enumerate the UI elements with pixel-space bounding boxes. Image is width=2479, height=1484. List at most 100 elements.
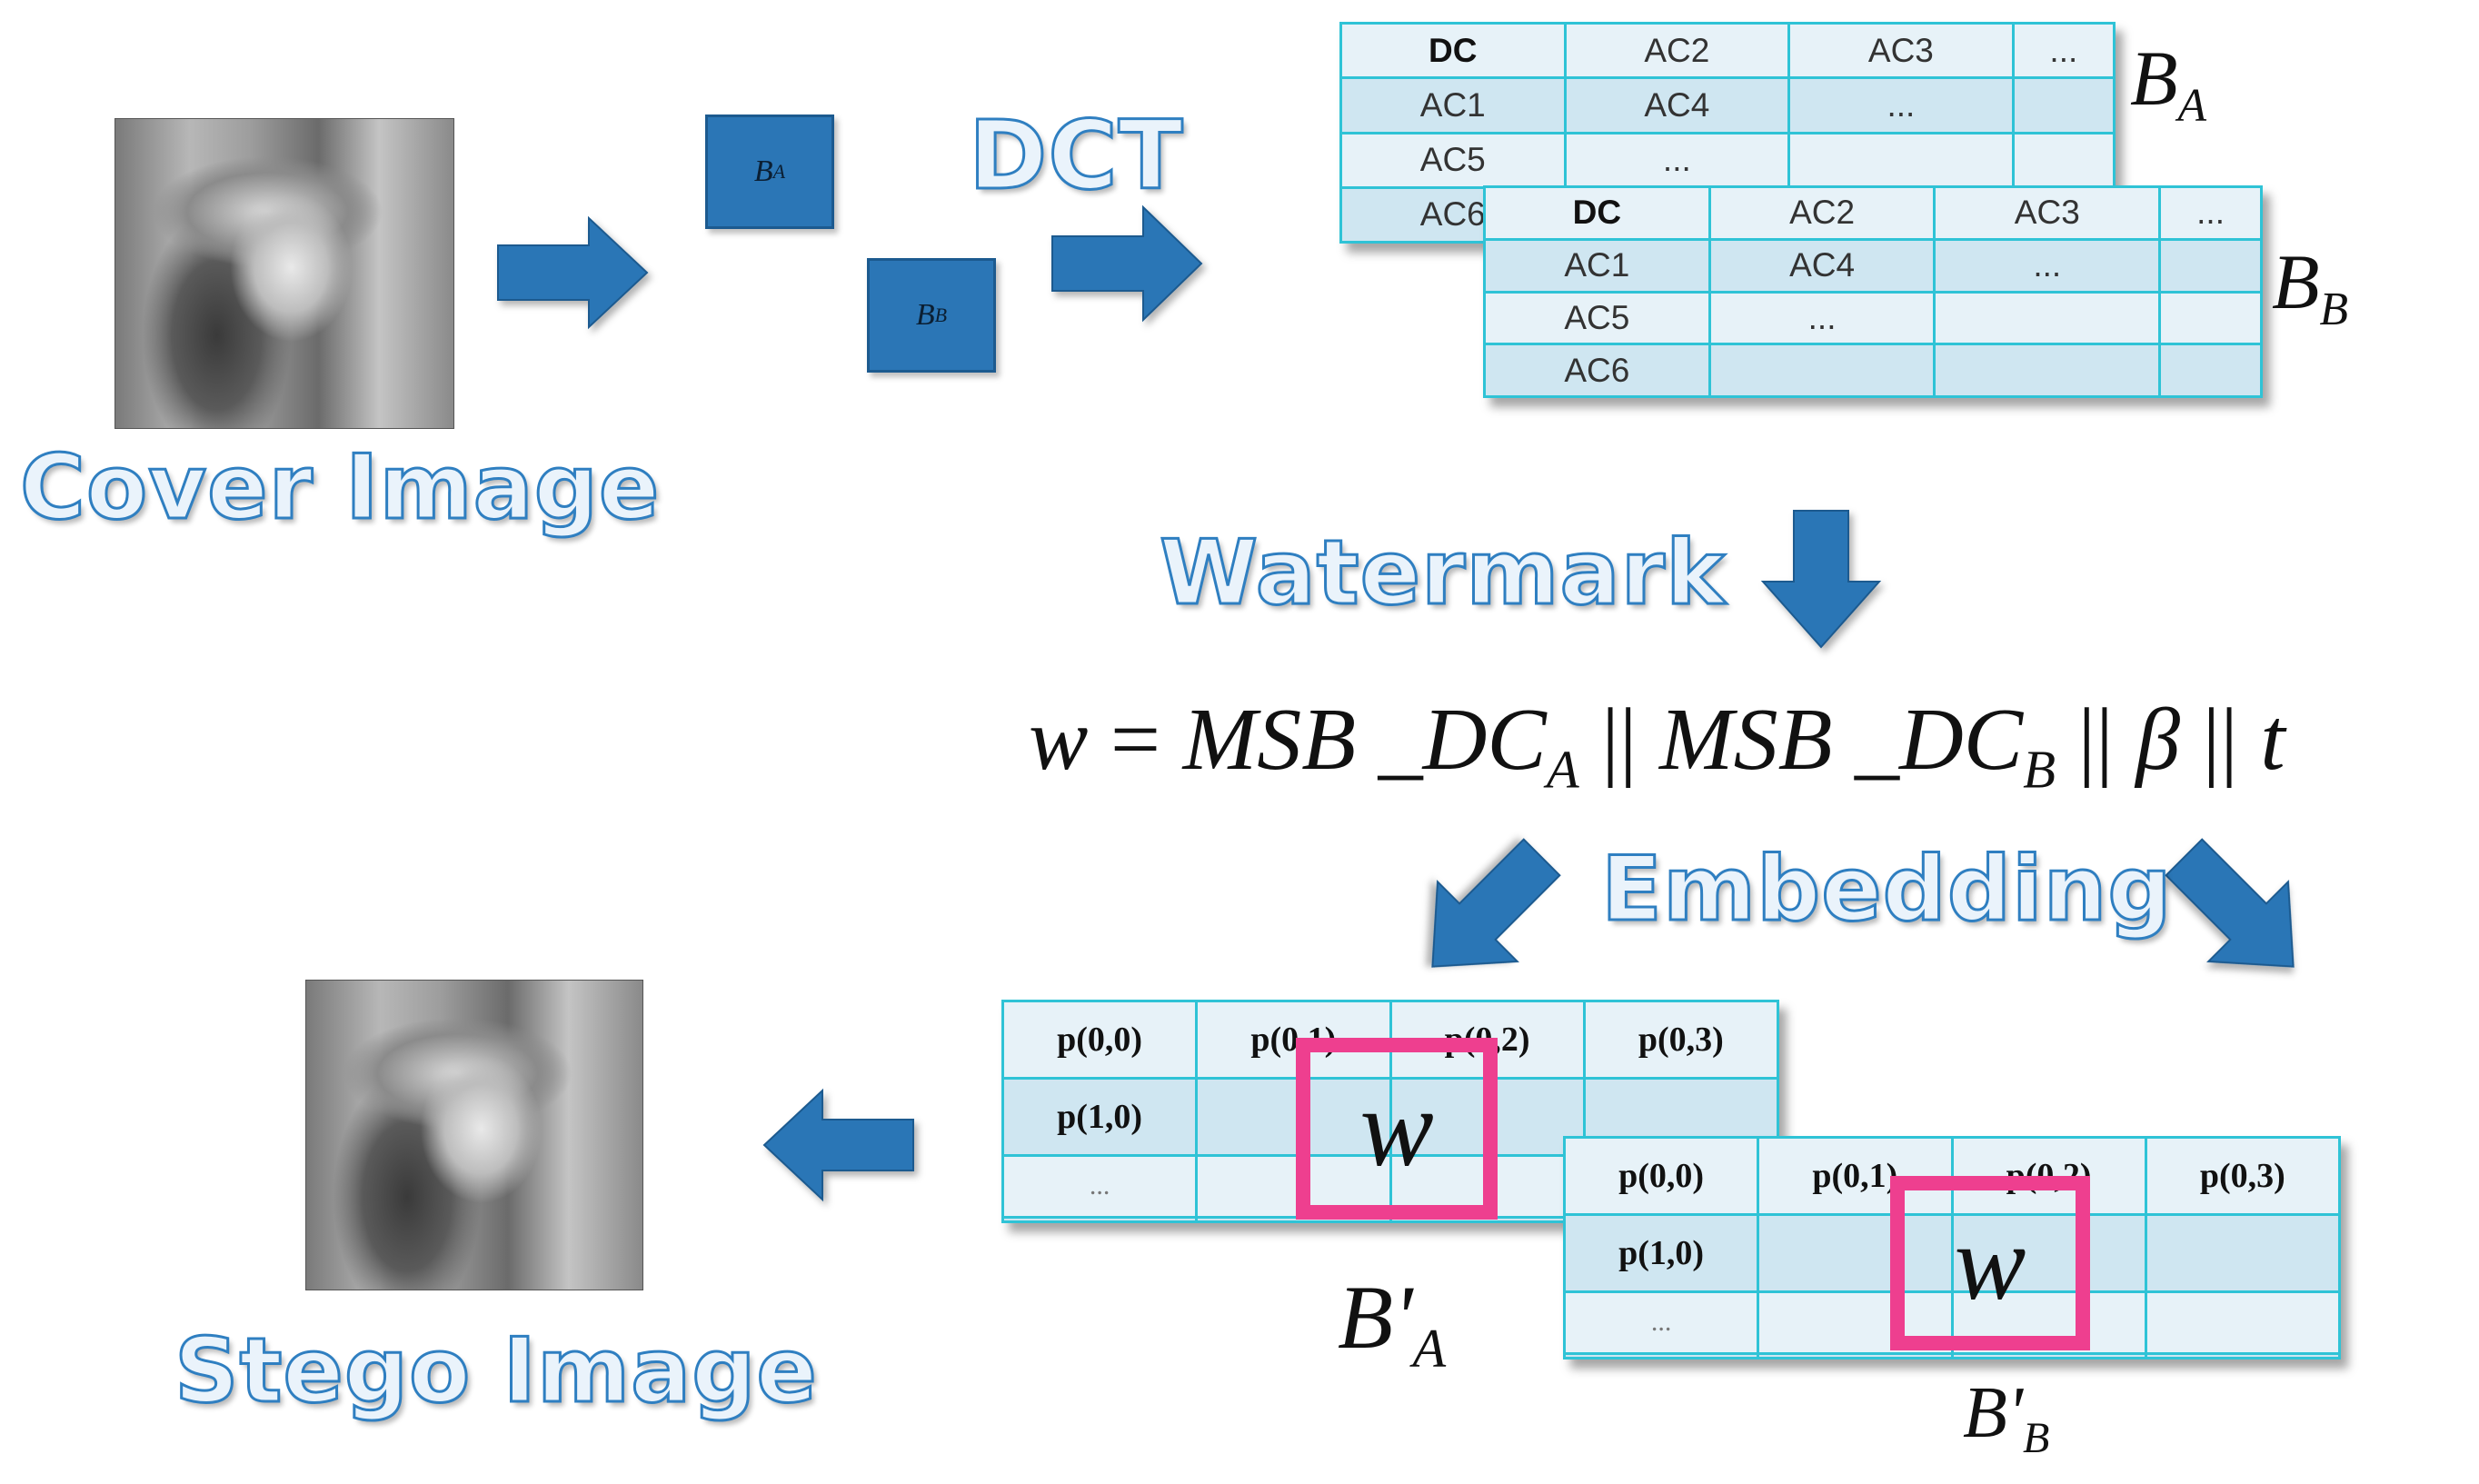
- embedding-label: Embedding: [1600, 837, 2173, 943]
- formula-sep3: ||: [2202, 691, 2238, 789]
- formula-sep2: ||: [2077, 691, 2114, 789]
- table-b-name: BB: [2272, 236, 2348, 336]
- table-cell: ...: [2011, 21, 2116, 80]
- table-cell: p(0,3): [1582, 999, 1780, 1081]
- formula-sub1: A: [1546, 740, 1579, 800]
- table-row: AC5...: [1483, 290, 2263, 346]
- table-cell: [1950, 1351, 2147, 1360]
- formula-sub2: B: [2023, 740, 2056, 800]
- table-a-name-main: B: [2130, 35, 2178, 122]
- embedded-table-b: p(0,0)p(0,1)p(0,2)p(0,3)p(1,0)...: [1562, 1135, 2342, 1360]
- table-row: AC5...: [1339, 131, 2116, 189]
- table-cell: p(1,0): [1562, 1213, 1760, 1294]
- embedded-table-b-name-main: B': [1963, 1373, 2023, 1453]
- watermark-box-a: w: [1296, 1038, 1498, 1220]
- table-cell: [2011, 131, 2116, 189]
- table-row: p(1,0): [1562, 1213, 2342, 1294]
- formula-beta: β: [2136, 691, 2181, 789]
- arrow-right-icon: [1051, 204, 1203, 323]
- table-row: [1562, 1351, 2342, 1360]
- block-b-sub: B: [934, 304, 948, 326]
- watermark-formula: w = MSB _DCA || MSB _DCB || β || t: [1029, 689, 2285, 801]
- table-cell: DC: [1339, 21, 1567, 80]
- dct-label: DCT: [968, 99, 1185, 213]
- table-cell: ...: [1707, 290, 1936, 346]
- embedded-table-b-name: B'B: [1963, 1372, 2049, 1463]
- table-cell: AC3: [1787, 21, 2015, 80]
- formula-lhs: w: [1029, 691, 1089, 789]
- table-cell: [2158, 237, 2263, 294]
- formula-t: t: [2260, 691, 2285, 789]
- watermark-label: Watermark: [1158, 521, 1727, 627]
- embedded-table-a-name: B'A: [1338, 1265, 1446, 1380]
- watermark-box-b-label: w: [1954, 1203, 2026, 1322]
- table-cell: [2158, 290, 2263, 346]
- table-cell: [1933, 343, 2162, 398]
- table-cell: p(0,3): [2144, 1135, 2342, 1217]
- table-cell: [2011, 76, 2116, 134]
- table-cell: AC3: [1933, 185, 2162, 241]
- table-cell: [1757, 1290, 1954, 1355]
- arrow-down-icon: [1760, 510, 1882, 649]
- table-b-name-sub: B: [2319, 284, 2349, 336]
- table-cell: AC1: [1483, 237, 1711, 294]
- block-a-label: B: [753, 154, 773, 188]
- table-cell: ...: [2158, 185, 2263, 241]
- table-cell: [2144, 1213, 2342, 1294]
- table-cell: [2144, 1290, 2342, 1355]
- table-cell: ...: [1933, 237, 2162, 294]
- arrow-diagonal-left-icon: [1431, 838, 1561, 968]
- table-cell: [2144, 1351, 2342, 1360]
- embedded-table-a-name-sub: A: [1412, 1319, 1447, 1379]
- block-a-sub: A: [772, 160, 786, 183]
- table-cell: AC2: [1707, 185, 1936, 241]
- stego-image-label: Stego Image: [174, 1319, 819, 1425]
- arrow-right-icon: [497, 215, 649, 330]
- table-cell: AC5: [1339, 131, 1567, 189]
- embedded-table-a-name-main: B': [1338, 1267, 1413, 1368]
- table-cell: AC6: [1483, 343, 1711, 398]
- table-cell: [1933, 290, 2162, 346]
- table-cell: AC2: [1563, 21, 1791, 80]
- arrow-diagonal-right-icon: [2165, 838, 2295, 968]
- table-row: AC6: [1483, 343, 2263, 398]
- block-b-label: B: [915, 298, 935, 332]
- table-cell: AC4: [1563, 76, 1791, 134]
- table-cell: p(0,0): [1562, 1135, 1760, 1217]
- embedded-table-a: p(0,0)p(0,1)p(0,2)p(0,3)p(1,0)...: [1001, 999, 1780, 1224]
- table-cell: [1787, 131, 2015, 189]
- table-cell: ...: [1563, 131, 1791, 189]
- watermark-box-a-label: w: [1359, 1067, 1434, 1190]
- table-cell: ...: [1787, 76, 2015, 134]
- table-cell: [2158, 343, 2263, 398]
- table-cell: p(1,0): [1001, 1077, 1199, 1158]
- table-cell: [1001, 1215, 1199, 1224]
- table-cell: AC4: [1707, 237, 1936, 294]
- table-cell: ...: [1001, 1154, 1199, 1219]
- arrow-left-icon: [762, 1088, 914, 1202]
- table-cell: AC5: [1483, 290, 1711, 346]
- table-cell: [1195, 1077, 1392, 1158]
- formula-eq: =: [1110, 691, 1161, 789]
- stego-image: [305, 980, 643, 1290]
- table-cell: DC: [1483, 185, 1711, 241]
- table-cell: AC1: [1339, 76, 1567, 134]
- formula-part1: MSB _DC: [1182, 691, 1547, 789]
- table-cell: [1950, 1213, 2147, 1294]
- cover-image: [114, 118, 454, 429]
- table-cell: [1562, 1351, 1760, 1360]
- table-a-name: BA: [2130, 33, 2206, 133]
- embedded-table-b-name-sub: B: [2022, 1414, 2050, 1462]
- table-cell: [1757, 1213, 1954, 1294]
- cover-image-label: Cover Image: [18, 435, 661, 542]
- formula-sep1: ||: [1601, 691, 1638, 789]
- table-cell: [1707, 343, 1936, 398]
